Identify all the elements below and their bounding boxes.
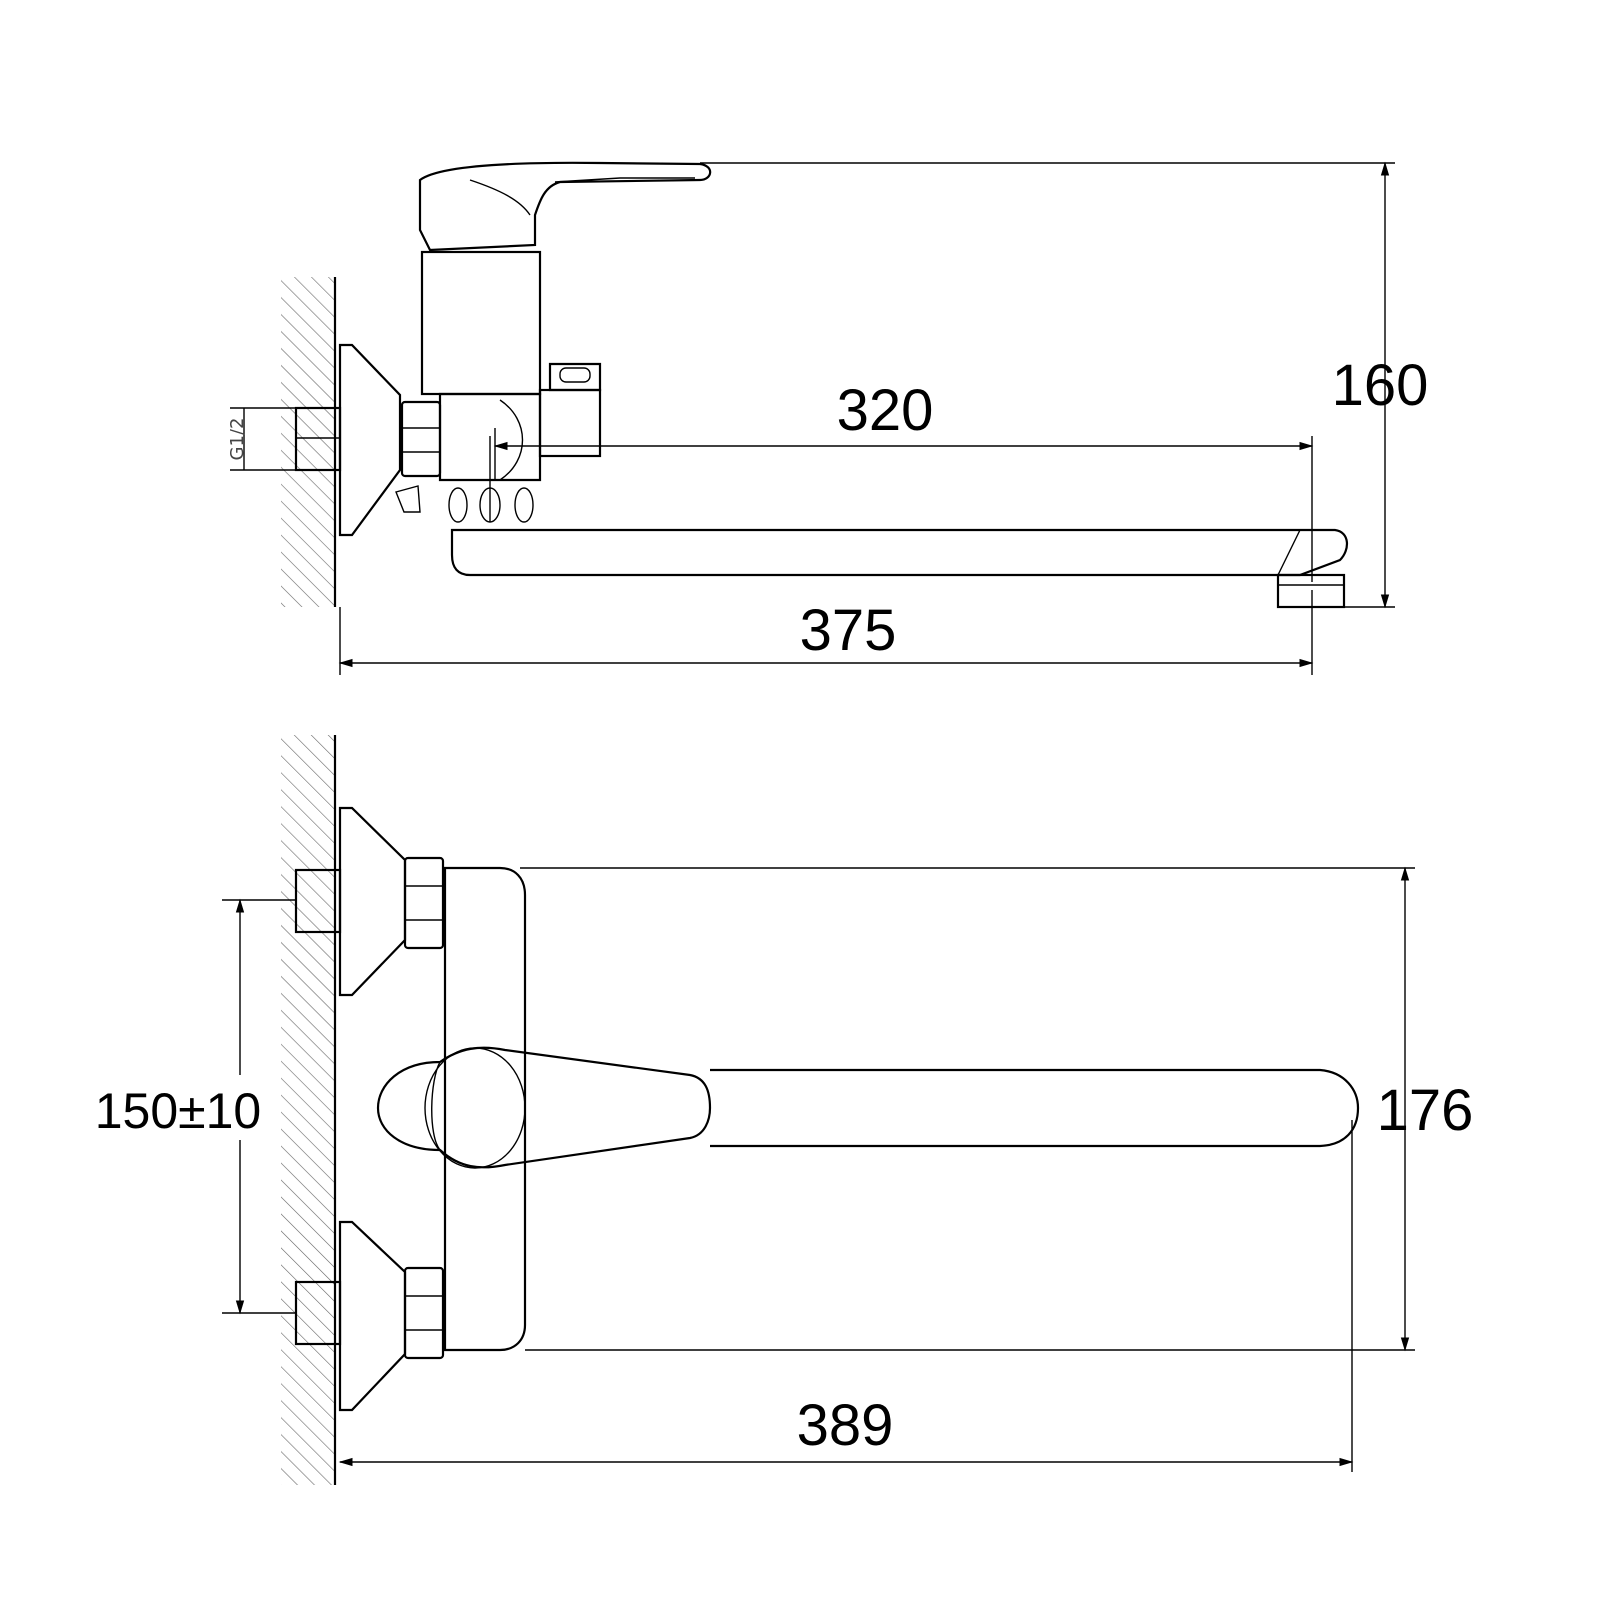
hex-nut [400,400,442,478]
dim-spout-reach: 320 [493,378,1314,582]
lever-handle [418,161,712,252]
spout-aerator [1276,573,1346,609]
dim-label-320: 320 [837,378,934,443]
dim-label-150: 150±10 [95,1083,261,1139]
top-view: 150±10 176 389 [95,735,1474,1485]
dim-label-375: 375 [800,598,897,663]
wall-hatch-top [281,277,335,607]
dim-label-160: 160 [1332,353,1429,418]
spout [450,528,1348,577]
spout-top [710,1068,1360,1148]
dim-label-389: 389 [797,1393,894,1458]
dim-total-depth-side: 375 [338,590,1314,675]
mixer-body [420,250,542,396]
dim-centers: 150±10 [95,898,296,1315]
mixer-lower-body [438,392,542,482]
thread-dimension: G1/2 [227,407,296,471]
diverter-body [538,388,602,458]
lever-top [376,1046,712,1169]
swivel-rings [448,436,534,523]
upper-connector [294,806,445,997]
dim-total-depth-top: 389 [338,1120,1354,1472]
side-view: G1/2 [227,161,1429,675]
thread-label: G1/2 [227,418,248,461]
thread-stub [395,485,421,513]
wall-hatch-bottom [281,735,335,1485]
dim-width-top: 176 [520,866,1474,1352]
lower-connector [294,1220,445,1412]
inlet-pipe [294,406,342,472]
dim-height-side: 160 [700,161,1429,609]
wall-flange [338,343,402,537]
dim-label-176: 176 [1377,1078,1474,1143]
mixer-body-top [443,866,527,1352]
